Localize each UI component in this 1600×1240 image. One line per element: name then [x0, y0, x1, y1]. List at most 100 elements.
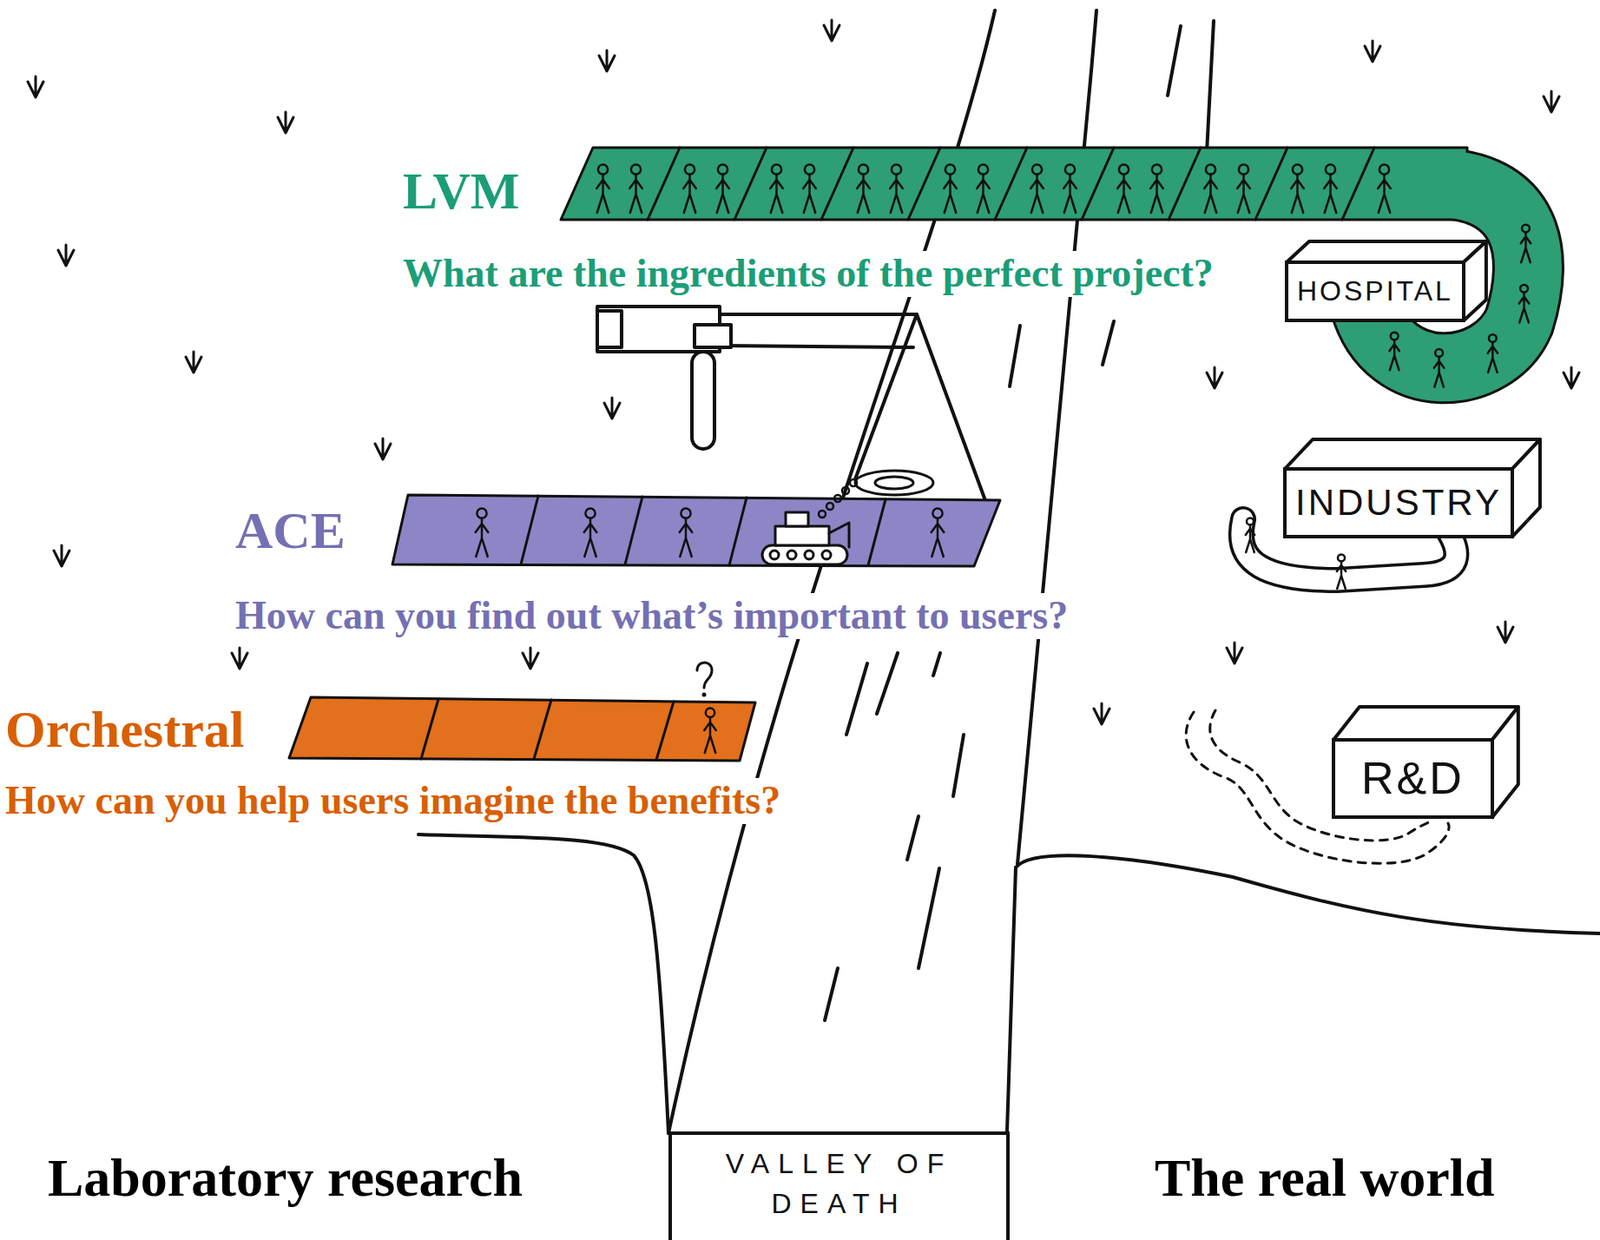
figure-head — [1032, 164, 1042, 175]
bridge-divider — [625, 496, 643, 565]
figure-head — [598, 164, 608, 175]
figure-head — [684, 164, 695, 175]
grass-tuft — [1093, 703, 1110, 725]
figure-body — [1030, 174, 1044, 213]
box-side-face — [1492, 706, 1519, 817]
box-top-face — [1333, 706, 1519, 740]
stick-figure — [1520, 224, 1531, 264]
bridge-divider — [821, 147, 854, 220]
bridge-divider — [994, 147, 1028, 220]
bridge-question: How can you find out what’s important to… — [230, 592, 1074, 639]
bridge-dividers — [647, 147, 1375, 220]
cable-roll — [855, 470, 934, 495]
bridge-dividers — [421, 698, 674, 760]
figure-body — [1336, 560, 1346, 589]
canyon-streak — [953, 734, 964, 797]
figure-body — [1245, 524, 1255, 553]
figure-head — [804, 164, 815, 175]
ace-bridge — [392, 494, 1001, 567]
grass-tuft — [599, 50, 615, 72]
figure-body — [584, 518, 598, 557]
bridge-question: How can you help users imagine the benef… — [0, 777, 786, 824]
figure-body — [679, 518, 693, 557]
figure-body — [1323, 174, 1337, 213]
chain-link — [834, 494, 842, 502]
stick-figure — [1434, 348, 1444, 388]
figure-head — [1435, 348, 1443, 357]
figure-body — [1519, 292, 1529, 323]
bridge-band: OrchestralHow can you help users imagine… — [0, 699, 787, 824]
question-mark-symbol — [702, 692, 707, 698]
stick-figure — [1030, 164, 1044, 213]
box-side-face — [1512, 439, 1541, 537]
figure-head — [631, 164, 641, 175]
grass-tuft — [1543, 91, 1560, 112]
figure-head — [1238, 164, 1249, 175]
figure-head — [1065, 164, 1075, 175]
crane-beam — [719, 314, 917, 348]
chain-link — [818, 510, 826, 518]
bulldozer-cab — [785, 512, 809, 527]
bridge-dividers — [520, 495, 886, 566]
grass-tuft — [375, 438, 391, 460]
figure-body — [931, 518, 945, 557]
canyon-streak — [1102, 321, 1114, 365]
figure-body — [1290, 174, 1304, 213]
figure-body — [716, 174, 730, 213]
bridge-divider — [1342, 147, 1375, 220]
bridge-divider — [1168, 147, 1201, 220]
canyon-wall — [1007, 867, 1016, 1132]
canyon-streak — [824, 967, 838, 1021]
question-mark-symbol — [697, 662, 712, 688]
crane-body — [597, 310, 622, 348]
grass-tuft — [522, 647, 539, 669]
region-label: The real world — [1154, 1146, 1495, 1209]
bridge-divider — [656, 701, 674, 760]
figure-body — [475, 518, 489, 557]
grass-tuft — [185, 351, 202, 373]
figure-head — [476, 508, 487, 519]
stick-figure — [889, 164, 903, 213]
stick-figure — [770, 164, 784, 213]
figure-body — [770, 174, 784, 213]
stick-figure — [1290, 164, 1304, 213]
lvm-bridge — [560, 147, 1468, 220]
bridge-divider — [533, 699, 552, 759]
stick-figure — [1063, 164, 1077, 213]
stick-figure — [1323, 164, 1337, 213]
bulldozer-blade — [829, 522, 850, 547]
figure-head — [1520, 284, 1528, 293]
figure-head — [717, 164, 728, 175]
valley-box: VALLEY OF DEATH — [668, 1131, 1010, 1240]
figure-body — [856, 174, 870, 213]
chain — [818, 479, 857, 518]
canyon-streak — [1206, 20, 1214, 153]
figure-body — [629, 174, 643, 213]
figure-head — [978, 164, 988, 175]
grass-tuft — [231, 647, 248, 669]
figure-head — [705, 708, 715, 718]
bridge-band: ACEHow can you find out what’s important… — [230, 500, 1074, 639]
grass-tuft — [27, 76, 44, 98]
cable-roll — [875, 476, 914, 489]
canyon-streak — [1009, 325, 1021, 387]
stick-figure — [1377, 164, 1391, 213]
destination-box: R&D — [1331, 737, 1495, 819]
grass-tuft — [1563, 367, 1580, 389]
grass-tuft — [53, 545, 70, 567]
stick-figure — [1336, 553, 1346, 589]
figure-head — [1205, 164, 1216, 175]
figure-body — [1063, 174, 1077, 213]
bridge-question: What are the ingredients of the perfect … — [397, 250, 1219, 297]
figure-body — [1150, 174, 1164, 213]
bulldozer-body — [775, 526, 830, 546]
stick-figure — [1150, 164, 1164, 213]
bulldozer — [762, 512, 850, 565]
box-top-face — [1286, 241, 1487, 263]
cliff-edge — [418, 834, 669, 1133]
figure-head — [1152, 164, 1162, 175]
figure-body — [704, 717, 717, 753]
figure-head — [1325, 164, 1336, 175]
bridge-divider — [729, 497, 747, 566]
figure-body — [1434, 356, 1444, 388]
